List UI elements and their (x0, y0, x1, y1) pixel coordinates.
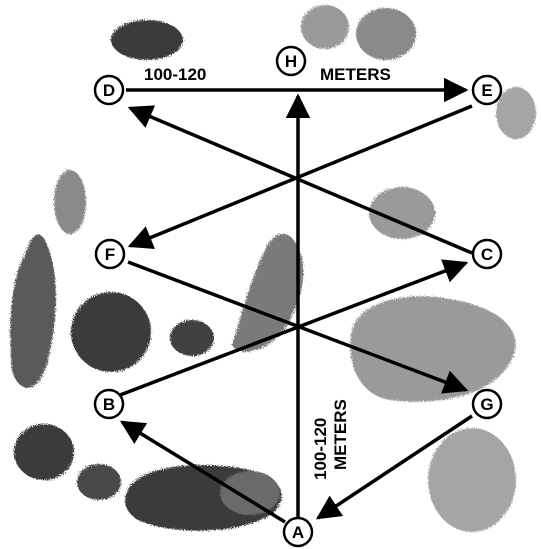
waypoint-a-label: A (292, 523, 304, 542)
route-e-to-f (127, 104, 473, 249)
tree-cluster (496, 87, 536, 139)
waypoint-a: A (282, 516, 314, 548)
tree-cluster (369, 187, 435, 239)
waypoint-c-label: C (481, 245, 493, 264)
waypoint-h: H (275, 45, 307, 77)
waypoint-b: B (93, 388, 125, 420)
route-b-to-c (119, 259, 469, 397)
waypoint-b-label: B (103, 395, 115, 414)
tree-cluster (111, 20, 183, 60)
waypoint-f-label: F (105, 245, 115, 264)
tree-cluster (232, 233, 304, 352)
waypoint-e: E (471, 74, 503, 106)
waypoint-e-label: E (481, 81, 492, 100)
waypoint-d: D (93, 74, 125, 106)
waypoint-c: C (471, 238, 503, 270)
tree-cluster (356, 8, 416, 60)
waypoints: D H E F C B G A (93, 45, 503, 548)
tree-cluster (71, 292, 151, 372)
tree-cluster (10, 234, 56, 388)
tree-cluster (220, 471, 280, 515)
waypoint-g-label: G (480, 395, 493, 414)
waypoint-g: G (471, 388, 503, 420)
route-g-to-a (315, 414, 473, 520)
horizontal-distance-value: 100-120 (144, 65, 206, 84)
vertical-distance-unit: METERS (331, 399, 350, 470)
route-c-to-d (127, 105, 473, 255)
tree-cluster (54, 170, 86, 234)
vertical-distance-value: 100-120 (311, 418, 330, 480)
waypoint-f: F (94, 238, 126, 270)
tree-cluster (301, 5, 349, 49)
waypoint-h-label: H (285, 52, 297, 71)
waypoint-d-label: D (103, 81, 115, 100)
vegetation (10, 5, 536, 532)
horizontal-distance-unit: METERS (320, 65, 391, 84)
tree-cluster (170, 320, 214, 356)
tree-cluster (428, 428, 516, 532)
tree-cluster (14, 424, 74, 480)
route-f-to-g (127, 260, 469, 394)
tree-cluster (350, 296, 516, 402)
routes (119, 77, 473, 524)
route-a-to-b (119, 420, 286, 524)
tree-cluster (77, 464, 121, 500)
